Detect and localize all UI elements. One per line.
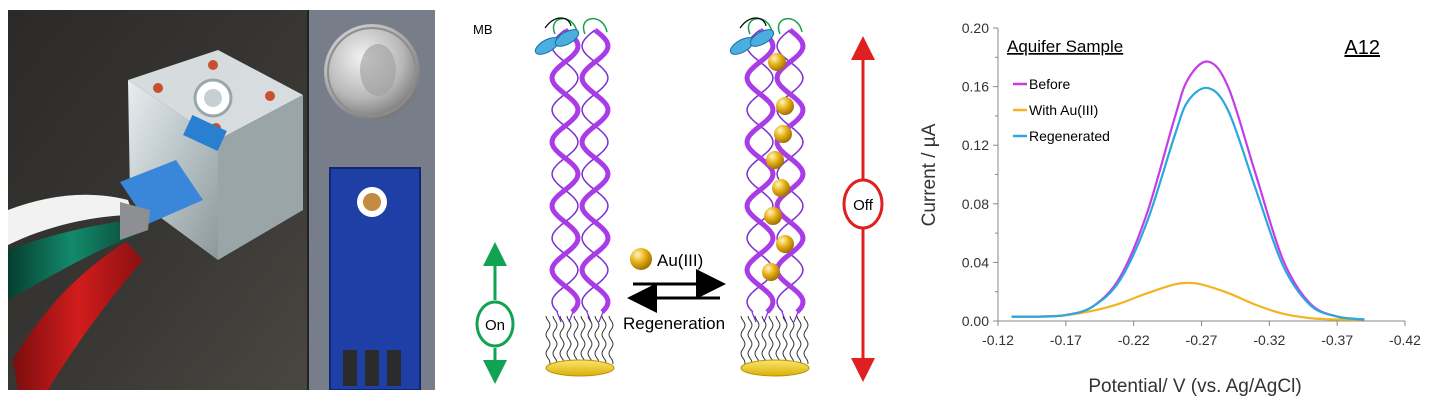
backfill-thiol bbox=[803, 315, 809, 364]
y-tick-label: 0.08 bbox=[962, 196, 989, 212]
backfill-thiol bbox=[754, 315, 760, 364]
backfill-thiol bbox=[580, 315, 586, 364]
x-tick-label: -0.42 bbox=[1389, 332, 1421, 348]
backfill-thiol bbox=[587, 315, 593, 364]
dna-hairpin-loop bbox=[582, 17, 608, 35]
backfill-thiol bbox=[796, 315, 802, 364]
panel-label: A12 bbox=[1344, 37, 1380, 59]
plot-frame bbox=[997, 28, 1405, 322]
dna-probe-on-state bbox=[534, 17, 615, 377]
on-indicator: On bbox=[475, 242, 515, 384]
gold-nanoparticle-icon bbox=[762, 263, 780, 281]
x-tick-label: -0.12 bbox=[982, 332, 1014, 348]
dna-main-strand bbox=[549, 28, 581, 314]
dna-hairpin-loop bbox=[777, 17, 803, 35]
sensing-scheme: MB On Au(III) Regeneration Off bbox=[473, 17, 884, 384]
dna-main-strand bbox=[774, 28, 806, 314]
reverse-label: Regeneration bbox=[623, 314, 725, 333]
x-tick-label: -0.37 bbox=[1321, 332, 1353, 348]
dna-thin-strand bbox=[581, 29, 609, 313]
dna-main-strand bbox=[744, 28, 776, 314]
gold-nanoparticle-icon bbox=[764, 207, 782, 225]
alligator-clips bbox=[8, 194, 150, 390]
backfill-thiol bbox=[775, 315, 781, 364]
backfill-thiol bbox=[573, 315, 579, 364]
backfill-thiol bbox=[566, 315, 572, 364]
legend-label: Before bbox=[1029, 76, 1070, 92]
series-layer bbox=[1011, 60, 1365, 321]
chart-title: Aquifer Sample bbox=[1007, 37, 1123, 56]
y-tick-label: 0.20 bbox=[962, 20, 989, 36]
backfill-thiol bbox=[789, 315, 795, 364]
dna-main-strand bbox=[579, 28, 611, 314]
series-line-regenerated bbox=[1011, 86, 1365, 321]
dna-probe-off-state bbox=[729, 17, 810, 377]
backfill-thiol bbox=[559, 315, 565, 364]
y-axis-ticks: 0.00 0.04 0.08 0.12 0.16 0.20 bbox=[962, 20, 998, 329]
gold-nanoparticle-icon bbox=[776, 235, 794, 253]
mb-tether bbox=[544, 17, 572, 29]
gold-electrode bbox=[740, 359, 810, 377]
y-axis-label: Current / µA bbox=[919, 123, 940, 226]
gold-nanoparticle-icon bbox=[772, 179, 790, 197]
off-label: Off bbox=[853, 197, 874, 214]
backfill-thiol bbox=[740, 315, 746, 364]
dna-thin-strand bbox=[551, 29, 579, 313]
backfill-thiol bbox=[782, 315, 788, 364]
backfill-thiol bbox=[747, 315, 753, 364]
gold-nanoparticle-icon bbox=[776, 97, 794, 115]
on-label: On bbox=[485, 317, 505, 334]
dna-linker bbox=[751, 311, 769, 323]
backfill-thiol bbox=[594, 315, 600, 364]
off-indicator: Off bbox=[842, 36, 884, 382]
methylene-blue-icon bbox=[554, 29, 580, 47]
gold-electrode bbox=[545, 359, 615, 377]
series-line-with-au-iii bbox=[1011, 281, 1365, 321]
backfill-thiol bbox=[608, 315, 614, 364]
acrylic-cell bbox=[128, 50, 303, 260]
coin-dime bbox=[324, 24, 420, 120]
mb-tether bbox=[739, 17, 767, 29]
dna-hairpin-loop bbox=[552, 17, 578, 35]
backfill-thiol bbox=[601, 315, 607, 364]
backfill-thiol bbox=[545, 315, 551, 364]
legend-label: With Au(III) bbox=[1029, 102, 1098, 118]
backfill-thiol bbox=[768, 315, 774, 364]
backfill-thiol bbox=[552, 315, 558, 364]
gold-nanoparticle-icon bbox=[774, 125, 792, 143]
forward-label: Au(III) bbox=[657, 251, 703, 270]
y-tick-label: 0.12 bbox=[962, 137, 989, 153]
gold-nanoparticle-icon bbox=[766, 151, 784, 169]
x-tick-label: -0.17 bbox=[1050, 332, 1082, 348]
y-tick-label: 0.16 bbox=[962, 79, 989, 95]
x-axis-ticks: -0.12 -0.17 -0.22 -0.27 -0.32 -0.37 -0.42 bbox=[982, 321, 1421, 348]
x-tick-label: -0.27 bbox=[1186, 332, 1218, 348]
y-tick-label: 0.04 bbox=[962, 254, 989, 270]
backfill-thiol bbox=[761, 315, 767, 364]
x-tick-label: -0.22 bbox=[1118, 332, 1150, 348]
x-tick-label: -0.32 bbox=[1253, 332, 1285, 348]
device-photo bbox=[8, 10, 435, 390]
dna-hairpin-loop bbox=[747, 17, 773, 35]
methylene-blue-icon bbox=[749, 29, 775, 47]
x-axis-label: Potential/ V (vs. Ag/AgCl) bbox=[1088, 376, 1301, 397]
dna-linker bbox=[556, 311, 574, 323]
mb-label: MB bbox=[473, 22, 493, 37]
reversible-arrows-icon bbox=[627, 269, 726, 313]
legend-label: Regenerated bbox=[1029, 128, 1110, 144]
voltammogram-chart: 0.00 0.04 0.08 0.12 0.16 0.20 -0.12 -0.17 -0.22… bbox=[919, 20, 1421, 397]
gold-nanoparticle-icon bbox=[768, 53, 786, 71]
dna-thin-strand bbox=[776, 29, 804, 313]
screen-printed-electrode bbox=[329, 167, 421, 390]
gold-nanoparticle-icon bbox=[630, 248, 652, 270]
y-tick-label: 0.00 bbox=[962, 313, 989, 329]
